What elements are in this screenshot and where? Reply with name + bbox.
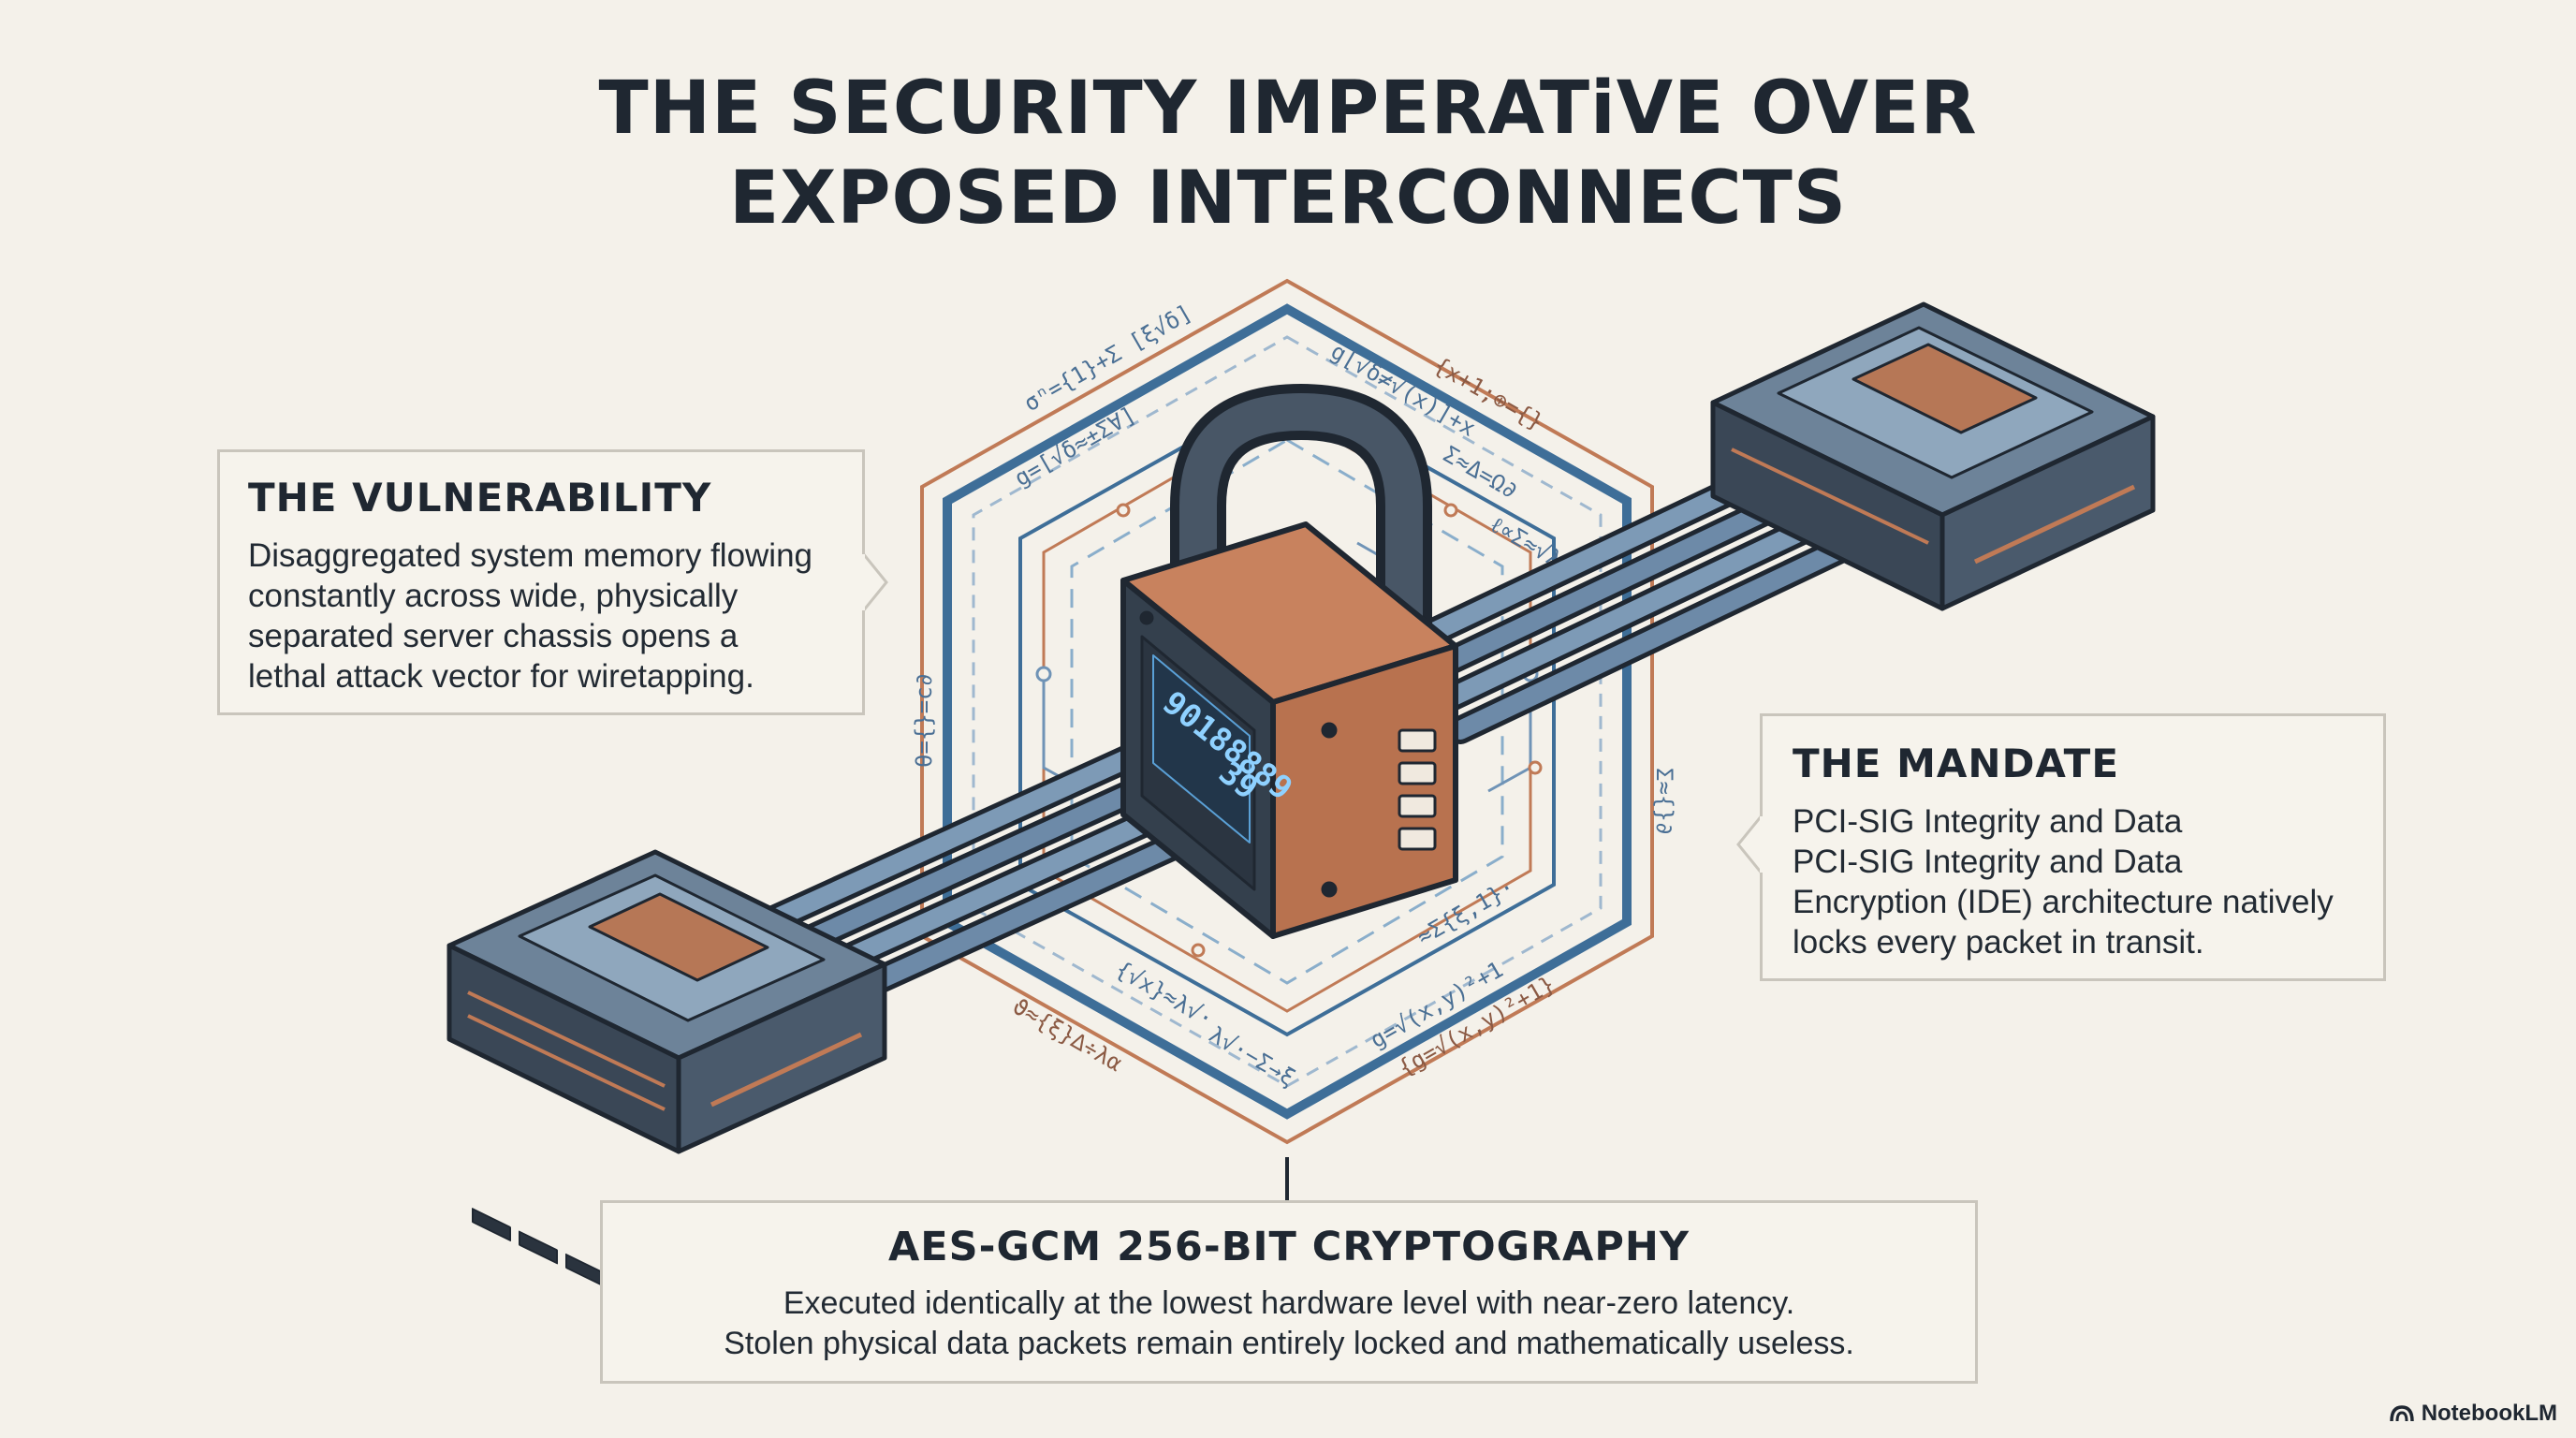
mandate-line: PCI-SIG Integrity and Data xyxy=(1793,803,2183,840)
mandate-callout: THE MANDATE PCI-SIG Integrity and Data P… xyxy=(1760,713,2386,981)
vulnerability-line: Disaggregated system memory flowing xyxy=(248,537,813,574)
vulnerability-line: lethal attack vector for wiretapping. xyxy=(248,658,754,695)
mandate-heading: THE MANDATE xyxy=(1793,741,2120,786)
brand-name: NotebookLM xyxy=(2421,1401,2557,1426)
svg-text:ϑ≈{ξ}∆÷λα: ϑ≈{ξ}∆÷λα xyxy=(1008,993,1127,1077)
aes-line: Stolen physical data packets remain enti… xyxy=(724,1326,1854,1361)
notebooklm-logo-icon xyxy=(2389,1405,2414,1422)
aes-callout: AES-GCM 256-BIT CRYPTOGRAPHY Executed id… xyxy=(600,1200,1978,1384)
aes-text: Executed identically at the lowest hardw… xyxy=(631,1284,1947,1364)
svg-text:g=[√δ≈±Σ∀]: g=[√δ≈±Σ∀] xyxy=(1010,402,1140,492)
title-line-2: EXPOSED INTERCONNECTS xyxy=(728,156,1848,241)
notebooklm-brand: NotebookLM xyxy=(2389,1401,2557,1427)
aes-heading: AES-GCM 256-BIT CRYPTOGRAPHY xyxy=(888,1224,1690,1270)
vulnerability-line: separated server chassis opens a xyxy=(248,618,739,654)
mandate-line: Encryption (IDE) architecture natively xyxy=(1793,884,2334,920)
mandate-line: PCI-SIG Integrity and Data xyxy=(1793,844,2183,880)
encryption-hexagon xyxy=(920,278,1654,1145)
padlock-icon xyxy=(1120,384,1458,939)
aes-line: Executed identically at the lowest hardw… xyxy=(783,1285,1795,1321)
mandate-pointer xyxy=(1736,814,1763,874)
title-line-1: THE SECURITY IMPERATiVE OVER xyxy=(598,66,1978,151)
svg-text:σⁿ={1}+Σ [ξ√δ]: σⁿ={1}+Σ [ξ√δ] xyxy=(1019,300,1196,417)
vulnerability-line: constantly across wide, physically xyxy=(248,578,739,614)
cable-bundle-right xyxy=(1390,463,1858,744)
vulnerability-heading: THE VULNERABILITY xyxy=(248,475,712,521)
server-chassis-icon xyxy=(446,849,887,1287)
server-chassis-icon xyxy=(1710,301,2156,611)
svg-text:Σ≈Δ=Ω∂: Σ≈Δ=Ω∂ xyxy=(1439,441,1522,505)
vulnerability-callout: THE VULNERABILITY Disaggregated system m… xyxy=(217,449,865,715)
mandate-line: locks every packet in transit. xyxy=(1793,924,2204,961)
page-title: THE SECURITY IMPERATiVE OVER EXPOSED INT… xyxy=(0,64,2576,243)
vulnerability-pointer xyxy=(862,552,888,612)
mandate-text: PCI-SIG Integrity and Data PCI-SIG Integ… xyxy=(1793,801,2353,962)
vulnerability-text: Disaggregated system memory flowing cons… xyxy=(248,536,834,697)
svg-text:θ={}=c∂: θ={}=c∂ xyxy=(911,673,937,768)
svg-text:Σ≈{}∂: Σ≈{}∂ xyxy=(1651,768,1677,835)
